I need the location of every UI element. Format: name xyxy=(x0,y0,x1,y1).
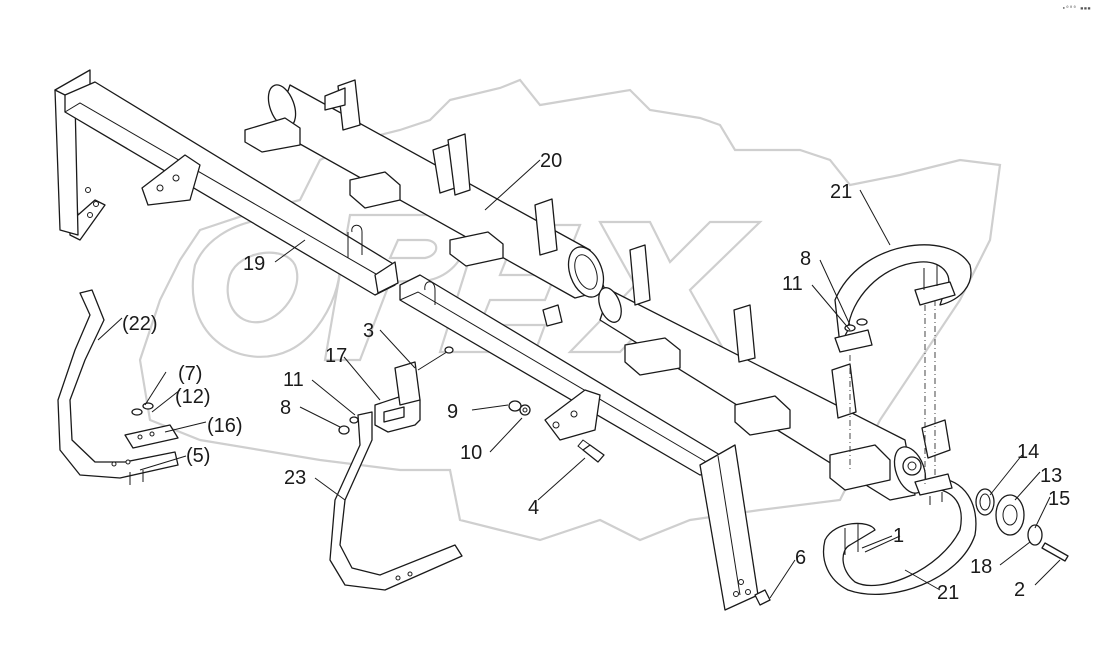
callout-23: 23 xyxy=(284,467,306,489)
callout-9: 9 xyxy=(447,401,458,423)
callout-20: 20 xyxy=(540,150,562,172)
callout-10: 10 xyxy=(460,442,482,464)
part-6-bolt xyxy=(754,589,771,606)
callout-2: 2 xyxy=(1014,579,1025,601)
part-22-s-tine xyxy=(57,289,179,485)
callout-15: 15 xyxy=(1048,488,1070,510)
ring-15 xyxy=(1027,524,1043,546)
part-20-right-tube xyxy=(598,244,951,501)
callout-18: 18 xyxy=(970,556,992,578)
callout-11-left: 11 xyxy=(283,369,304,391)
callout-5: (5) xyxy=(186,445,210,467)
callout-21-lower: 21 xyxy=(937,582,959,604)
part-17-clamp xyxy=(338,346,454,435)
callouts: 20 19 21 8 11 (22) (7) (12) (16) (5) 3 1… xyxy=(122,150,1070,604)
callout-21-upper: 21 xyxy=(830,181,852,203)
callout-16: (16) xyxy=(207,415,243,437)
callout-4: 4 xyxy=(528,497,539,519)
watermark-letter-o-inner xyxy=(226,251,299,324)
leader-lines xyxy=(97,159,1061,599)
bolt-2 xyxy=(1041,542,1069,562)
callout-8-left: 8 xyxy=(280,397,291,419)
part-23-s-tine xyxy=(329,411,463,591)
washer-11 xyxy=(349,416,359,424)
callout-14: 14 xyxy=(1017,441,1039,463)
callout-7: (7) xyxy=(178,363,202,385)
part-21-lower-guard xyxy=(822,473,977,595)
callout-13: 13 xyxy=(1040,465,1062,487)
part-frame-right-beam xyxy=(399,274,759,611)
assembly-lines xyxy=(849,300,936,485)
callout-6: 6 xyxy=(795,547,806,569)
hub-assembly xyxy=(975,488,1069,562)
part-20-main-tube xyxy=(244,79,606,327)
part-19-left-beam xyxy=(54,69,399,296)
callout-19: 19 xyxy=(243,253,265,275)
part-9-10-4-fasteners xyxy=(508,400,605,463)
corner-mark: ∙⁰⁰⁰ ▪▪▪ xyxy=(1062,5,1091,12)
callout-12: (12) xyxy=(175,386,211,408)
callout-1: 1 xyxy=(893,525,904,547)
callout-3: 3 xyxy=(363,320,374,342)
watermark-gear xyxy=(138,78,1002,542)
nut-8 xyxy=(338,425,350,435)
callout-11-right: 11 xyxy=(782,273,803,295)
callout-17: 17 xyxy=(325,345,347,367)
callout-8-right: 8 xyxy=(800,248,811,270)
part-21-upper-guard xyxy=(834,244,972,353)
callout-22: (22) xyxy=(122,313,158,335)
